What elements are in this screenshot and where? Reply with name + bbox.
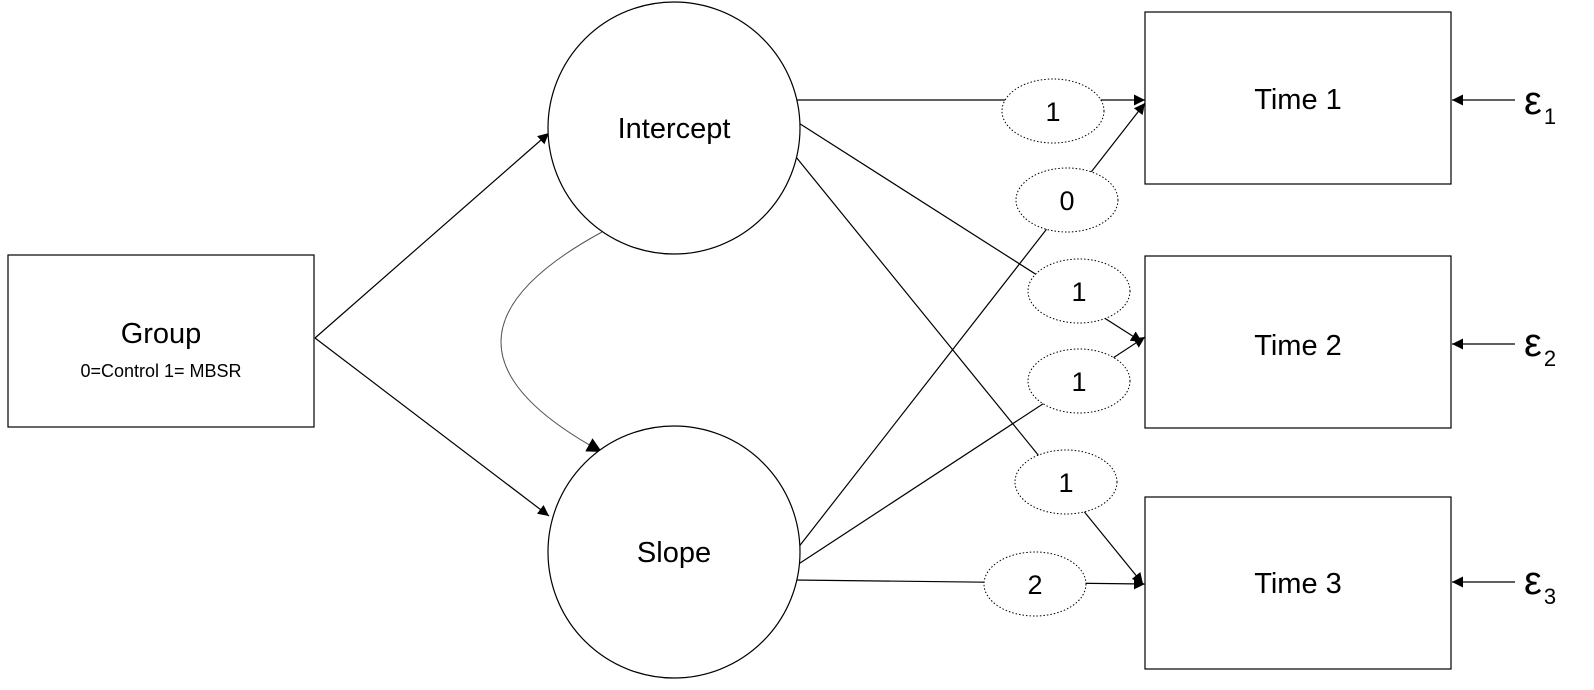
error-subscript-3: 3 bbox=[1544, 584, 1556, 609]
time3-label: Time 3 bbox=[1254, 568, 1342, 600]
intercept-node: Intercept bbox=[547, 1, 801, 255]
svg-text:ε2: ε2 bbox=[1524, 321, 1556, 371]
path-slope-to-time3 bbox=[793, 578, 1146, 590]
loading-slope-time1-value: 0 bbox=[1059, 186, 1074, 216]
error-subscript-1: 1 bbox=[1544, 104, 1556, 129]
error-term-3: ε3 bbox=[1524, 559, 1556, 609]
error-symbol-3: ε bbox=[1524, 559, 1542, 603]
group-coding-label: 0=Control 1= MBSR bbox=[80, 361, 241, 381]
error-subscript-2: 2 bbox=[1544, 346, 1556, 371]
svg-text:ε3: ε3 bbox=[1524, 559, 1556, 609]
group-node: Group 0=Control 1= MBSR bbox=[7, 254, 315, 428]
covariance-arc-intercept-slope bbox=[500, 218, 619, 453]
loading-slope-time3: 2 bbox=[983, 551, 1087, 617]
slope-label: Slope bbox=[637, 537, 711, 569]
slope-node: Slope bbox=[547, 425, 801, 679]
path-intercept-to-time3 bbox=[795, 156, 1144, 585]
intercept-label: Intercept bbox=[618, 113, 731, 145]
path-group-to-slope bbox=[314, 337, 550, 517]
group-label: Group bbox=[121, 318, 202, 350]
error-term-1: ε1 bbox=[1524, 79, 1556, 129]
error-term-2: ε2 bbox=[1524, 321, 1556, 371]
loading-slope-time2: 1 bbox=[1027, 348, 1131, 414]
time3-node: Time 3 bbox=[1144, 496, 1452, 670]
loading-slope-time3-value: 2 bbox=[1027, 570, 1042, 600]
loading-intercept-time1-value: 1 bbox=[1045, 97, 1060, 127]
error-symbol-1: ε bbox=[1524, 79, 1542, 123]
loading-intercept-time2: 1 bbox=[1027, 258, 1131, 324]
loading-intercept-time3: 1 bbox=[1014, 449, 1118, 515]
path-group-to-intercept bbox=[314, 132, 550, 339]
time1-label: Time 1 bbox=[1254, 84, 1342, 116]
loading-intercept-time2-value: 1 bbox=[1071, 277, 1086, 307]
loading-intercept-time1: 1 bbox=[1001, 78, 1105, 144]
loading-intercept-time3-value: 1 bbox=[1058, 468, 1073, 498]
time2-label: Time 2 bbox=[1254, 330, 1342, 362]
loading-slope-time2-value: 1 bbox=[1071, 367, 1086, 397]
svg-text:ε1: ε1 bbox=[1524, 79, 1556, 129]
time1-node: Time 1 bbox=[1144, 11, 1452, 185]
time2-node: Time 2 bbox=[1144, 255, 1452, 429]
loading-slope-time1: 0 bbox=[1015, 167, 1119, 233]
error-symbol-2: ε bbox=[1524, 321, 1542, 365]
